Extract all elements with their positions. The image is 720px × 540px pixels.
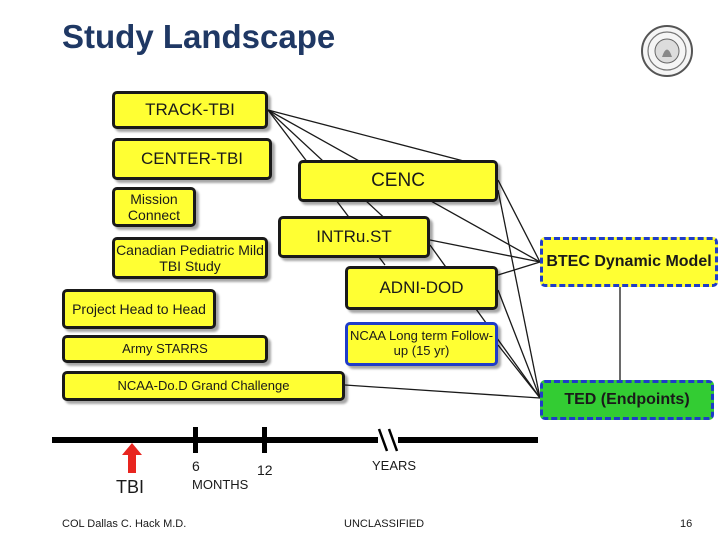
timeline-axis-continued bbox=[398, 437, 538, 443]
intrust-label: INTRu.ST bbox=[316, 227, 392, 247]
tbi-arrow-icon bbox=[122, 443, 142, 473]
ted-label: TED (Endpoints) bbox=[564, 390, 690, 408]
footer-classification: UNCLASSIFIED bbox=[344, 518, 425, 530]
canadian-pediatric-box: Canadian Pediatric Mild TBI Study bbox=[112, 237, 268, 279]
btec-dynamic-model-box: BTEC Dynamic Model bbox=[540, 237, 718, 287]
timeline-tick-12 bbox=[262, 427, 267, 453]
ncaa-dod-label: NCAA-Do.D Grand Challenge bbox=[117, 377, 290, 393]
project-head-box: Project Head to Head bbox=[62, 289, 216, 329]
btec-label: BTEC Dynamic Model bbox=[546, 252, 712, 270]
ncaa-long-term-label: NCAA Long term Follow-up (15 yr) bbox=[349, 328, 494, 358]
army-starrs-label: Army STARRS bbox=[122, 340, 208, 356]
track-tbi-label: TRACK-TBI bbox=[145, 100, 235, 120]
page-number: 16 bbox=[680, 518, 693, 530]
center-tbi-label: CENTER-TBI bbox=[141, 149, 243, 169]
cenc-label: CENC bbox=[371, 170, 425, 192]
army-starrs-box: Army STARRS bbox=[62, 335, 268, 363]
mission-connect-label: Mission Connect bbox=[127, 190, 181, 223]
tick-6-label: 6 bbox=[192, 458, 200, 474]
project-head-label: Project Head to Head bbox=[72, 300, 206, 317]
canadian-pediatric-label: Canadian Pediatric Mild TBI Study bbox=[116, 241, 264, 274]
tbi-label: TBI bbox=[116, 477, 145, 497]
adni-dod-box: ADNI-DOD bbox=[345, 266, 498, 310]
timeline-tick-6 bbox=[193, 427, 198, 453]
tick-12-label: 12 bbox=[257, 462, 273, 478]
years-label: YEARS bbox=[372, 458, 417, 473]
intrust-box: INTRu.ST bbox=[278, 216, 430, 258]
timeline-axis bbox=[52, 437, 378, 443]
axis-break-mark bbox=[377, 428, 399, 452]
track-tbi-box: TRACK-TBI bbox=[112, 91, 268, 129]
cenc-box: CENC bbox=[298, 160, 498, 202]
footer-author: COL Dallas C. Hack M.D. bbox=[62, 518, 187, 530]
ncaa-long-term-box: NCAA Long term Follow-up (15 yr) bbox=[345, 322, 498, 366]
adni-dod-label: ADNI-DOD bbox=[379, 278, 464, 298]
mission-connect-box: Mission Connect bbox=[112, 187, 196, 227]
seal-logo bbox=[641, 25, 693, 77]
center-tbi-box: CENTER-TBI bbox=[112, 138, 272, 180]
ncaa-dod-box: NCAA-Do.D Grand Challenge bbox=[62, 371, 345, 401]
ted-endpoints-box: TED (Endpoints) bbox=[540, 380, 714, 420]
page-title: Study Landscape bbox=[62, 18, 336, 55]
months-label: MONTHS bbox=[192, 477, 249, 492]
